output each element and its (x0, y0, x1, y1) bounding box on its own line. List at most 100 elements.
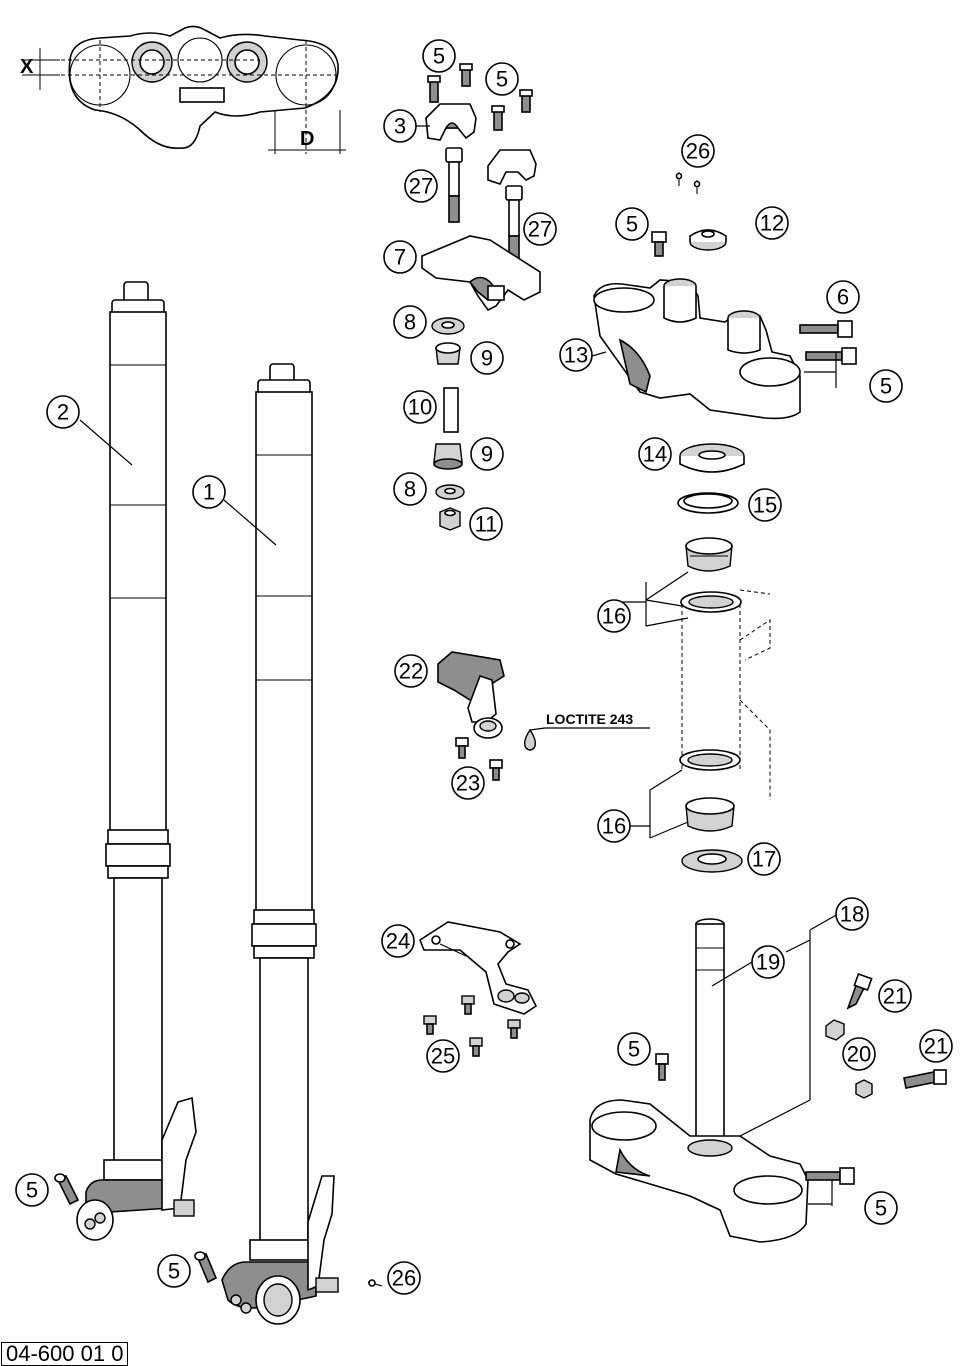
callout-5-upper-right: 5 (869, 369, 903, 403)
callout-17: 17 (747, 842, 781, 876)
callout-5-left-foot: 5 (15, 1173, 49, 1207)
dimension-d-label: D (300, 128, 314, 150)
dimension-x-label: X (20, 56, 34, 78)
svg-text:25: 25 (431, 1044, 455, 1069)
screws-23 (455, 737, 503, 781)
svg-text:18: 18 (840, 902, 864, 927)
svg-text:1: 1 (203, 480, 215, 505)
callout-5-top-right: 5 (485, 62, 519, 96)
svg-text:9: 9 (481, 442, 493, 467)
callout-7: 7 (383, 240, 417, 274)
rubber-bushing-9-bottom (433, 443, 463, 470)
svg-text:26: 26 (392, 1266, 416, 1291)
svg-text:24: 24 (386, 929, 410, 954)
lower-triple-clamp-18 (589, 1099, 809, 1243)
svg-text:5: 5 (628, 1037, 640, 1062)
screw-5-lower-clamp (655, 1053, 669, 1081)
screws-5-top (427, 63, 533, 131)
cap-12 (689, 229, 727, 251)
svg-text:27: 27 (409, 174, 433, 199)
callout-19: 19 (751, 945, 785, 979)
callout-21-top: 21 (878, 979, 912, 1013)
svg-text:16: 16 (602, 604, 626, 629)
callout-11: 11 (469, 507, 503, 541)
svg-text:5: 5 (26, 1178, 38, 1203)
screw-right-foot (194, 1251, 218, 1284)
svg-text:5: 5 (880, 374, 892, 399)
callout-21-bottom: 21 (919, 1029, 953, 1063)
callout-10: 10 (403, 390, 437, 424)
callout-24: 24 (381, 924, 415, 958)
fork-leg-right (221, 363, 339, 1325)
svg-text:11: 11 (475, 512, 498, 537)
callout-13: 13 (559, 338, 593, 372)
callout-27-left: 27 (404, 169, 438, 203)
bracket-24 (419, 921, 538, 1015)
svg-text:5: 5 (433, 44, 445, 69)
callout-27-right: 27 (523, 212, 557, 246)
washer-8-top (431, 317, 465, 335)
sleeve-10 (443, 387, 459, 433)
svg-text:8: 8 (404, 310, 416, 335)
callout-3: 3 (383, 109, 417, 143)
dust-seal-14 (679, 443, 745, 473)
svg-text:21: 21 (883, 984, 907, 1009)
svg-text:17: 17 (752, 847, 776, 872)
callout-8-top: 8 (393, 305, 427, 339)
callout-9-bottom: 9 (470, 437, 504, 471)
bearing-16-lower (685, 797, 735, 832)
nut-11 (439, 507, 461, 531)
fork-leg-left (76, 281, 197, 1241)
bearing-16-upper (685, 537, 733, 572)
pinch-bolt-5-lower (805, 1167, 855, 1185)
triple-clamp-dimension-sketch: X D (20, 25, 346, 154)
callout-12: 12 (755, 206, 789, 240)
callout-5-upper-clamp: 5 (615, 207, 649, 241)
svg-text:22: 22 (399, 659, 423, 684)
o-ring-15 (677, 492, 739, 514)
drawing-code: 04-600 01 0 (1, 1342, 129, 1366)
leader-lines (79, 125, 839, 1206)
callout-6: 6 (826, 280, 860, 314)
svg-text:16: 16 (602, 814, 626, 839)
svg-text:8: 8 (404, 477, 416, 502)
callout-14: 14 (638, 437, 672, 471)
svg-text:20: 20 (847, 1042, 871, 1067)
callout-23: 23 (451, 766, 485, 800)
handlebar-bridge-7 (421, 235, 541, 312)
callout-15: 15 (748, 488, 782, 522)
callout-1: 1 (192, 475, 226, 509)
svg-text:14: 14 (643, 442, 667, 467)
bearing-cup-16-upper (680, 591, 742, 613)
screw-5-upper-clamp (651, 231, 667, 257)
svg-text:12: 12 (760, 211, 784, 236)
svg-text:5: 5 (626, 212, 638, 237)
bolts-27 (445, 147, 523, 265)
screws-25 (423, 995, 521, 1057)
nipple-26-lower (367, 1279, 383, 1287)
svg-text:21: 21 (924, 1034, 948, 1059)
callout-2: 2 (46, 395, 80, 429)
svg-text:19: 19 (756, 950, 780, 975)
callout-5-lower-stem: 5 (617, 1032, 651, 1066)
callout-5-lower-right: 5 (864, 1191, 898, 1225)
pinch-bolts-6-5 (799, 320, 857, 365)
handlebar-clamp-upper (425, 103, 537, 185)
steering-tube-outline (681, 589, 771, 800)
svg-text:6: 6 (837, 285, 849, 310)
svg-text:15: 15 (753, 493, 777, 518)
callout-5-right-foot: 5 (157, 1254, 191, 1288)
callout-22: 22 (394, 654, 428, 688)
bearing-cup-16-lower (679, 749, 741, 771)
callout-26-bottom: 26 (387, 1261, 421, 1295)
svg-text:2: 2 (57, 400, 69, 425)
washer-8-bottom (435, 484, 465, 500)
callout-16-lower: 16 (597, 809, 631, 843)
nipple-26-upper (675, 172, 701, 194)
callout-25: 25 (426, 1039, 460, 1073)
svg-text:13: 13 (564, 343, 588, 368)
svg-text:5: 5 (168, 1259, 180, 1284)
bracket-22 (437, 651, 505, 739)
svg-text:7: 7 (394, 245, 406, 270)
